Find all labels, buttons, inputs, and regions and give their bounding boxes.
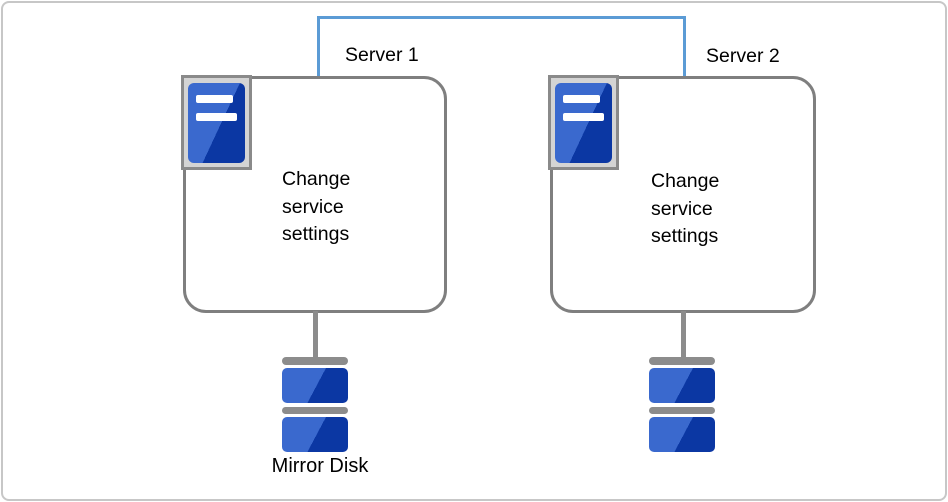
server1-label: Server 1 (345, 44, 419, 66)
interconnect-line-left (317, 16, 320, 78)
disk-platter (649, 417, 715, 452)
interconnect-line-right (683, 16, 686, 78)
server2-disk-connector-line (681, 311, 686, 358)
disk-platter (282, 417, 348, 452)
disk-cap (649, 357, 715, 365)
interconnect-line-horizontal (317, 16, 686, 19)
server2-label: Server 2 (706, 45, 780, 67)
disk-cap (282, 407, 348, 414)
server1-disk-connector-line (313, 311, 318, 358)
disk-platter (649, 368, 715, 403)
server-icon-body (188, 82, 245, 163)
server-icon-slot (196, 112, 237, 121)
server1-service-text: Change service settings (282, 168, 351, 245)
server-icon-slot (563, 94, 600, 103)
server-icon-slot (196, 94, 233, 103)
mirror-disk-label: Mirror Disk (271, 455, 369, 477)
disk-stack-icon (649, 357, 715, 452)
server-icon (181, 75, 252, 170)
server-icon-slot (563, 112, 604, 121)
disk-platter (282, 368, 348, 403)
server-icon-body (555, 82, 612, 163)
disk-stack-icon (282, 357, 348, 452)
disk-cap (649, 407, 715, 414)
server-icon (548, 75, 619, 170)
disk-cap (282, 357, 348, 365)
server2-service-text: Change service settings (651, 170, 720, 247)
